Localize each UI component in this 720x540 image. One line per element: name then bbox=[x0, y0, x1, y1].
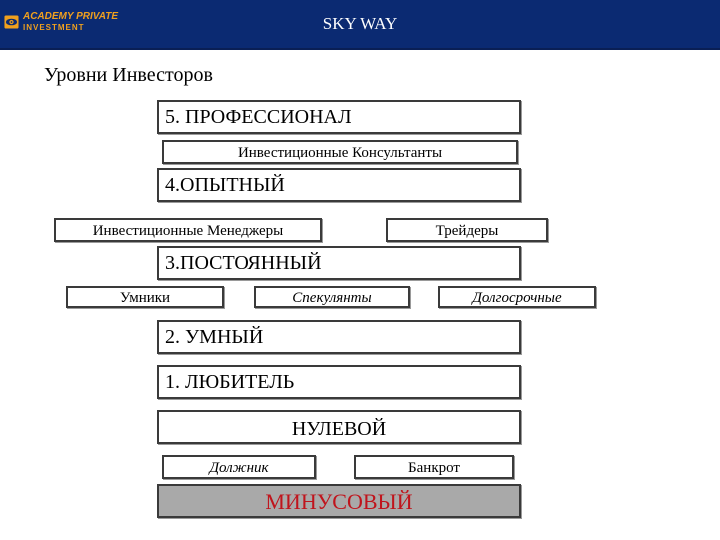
role-investment-managers: Инвестиционные Менеджеры bbox=[54, 218, 322, 242]
role-traders: Трейдеры bbox=[386, 218, 548, 242]
level-professional: 5. ПРОФЕССИОНАЛ bbox=[157, 100, 521, 134]
level-experienced: 4.ОПЫТНЫЙ bbox=[157, 168, 521, 202]
logo-name: ACADEMY PRIVATE bbox=[22, 11, 118, 22]
role-long-term: Долгосрочные bbox=[438, 286, 596, 308]
eye-logo-icon bbox=[4, 15, 19, 29]
page-subtitle: Уровни Инвесторов bbox=[44, 64, 213, 86]
level-amateur: 1. ЛЮБИТЕЛЬ bbox=[157, 365, 521, 399]
level-zero: НУЛЕВОЙ bbox=[157, 410, 521, 444]
header-bar: ACADEMY PRIVATE INVESTMENT SKY WAY bbox=[0, 0, 720, 50]
header-title: SKY WAY bbox=[322, 14, 398, 33]
role-investment-consultants: Инвестиционные Консультанты bbox=[162, 140, 518, 164]
role-debtor: Должник bbox=[162, 455, 316, 479]
role-speculators: Спекулянты bbox=[254, 286, 410, 308]
academy-logo: ACADEMY PRIVATE INVESTMENT bbox=[4, 6, 118, 38]
role-smart-ones: Умники bbox=[66, 286, 224, 308]
level-smart: 2. УМНЫЙ bbox=[157, 320, 521, 354]
role-bankrupt: Банкрот bbox=[354, 455, 514, 479]
level-minus: МИНУСОВЫЙ bbox=[157, 484, 521, 518]
logo-subname: INVESTMENT bbox=[22, 23, 85, 32]
level-constant: 3.ПОСТОЯННЫЙ bbox=[157, 246, 521, 280]
